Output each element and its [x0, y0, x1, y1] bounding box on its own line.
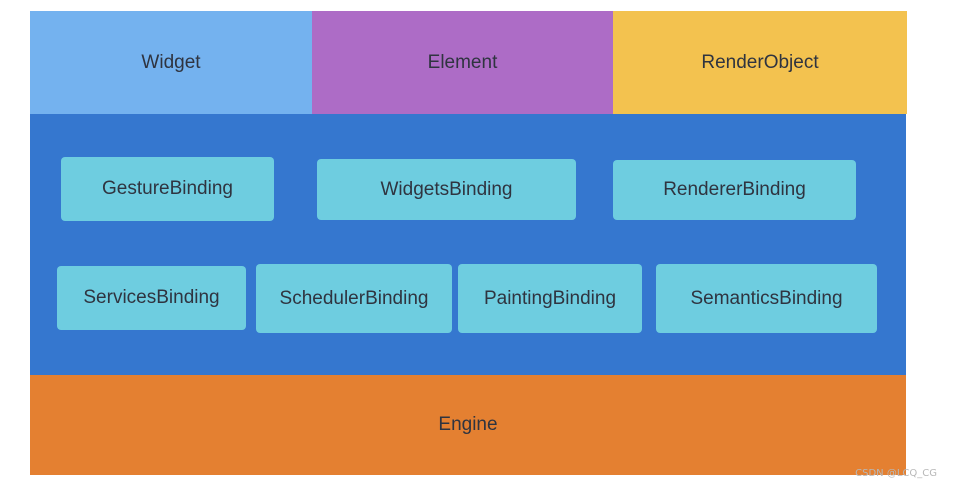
widgets-binding-box: WidgetsBinding [317, 159, 576, 220]
widget-label: Widget [141, 51, 201, 73]
semantics-binding-label: SemanticsBinding [690, 287, 843, 309]
gesture-binding-box: GestureBinding [61, 157, 274, 221]
widget-layer: Widget [30, 11, 312, 114]
renderer-binding-box: RendererBinding [613, 160, 856, 220]
element-label: Element [427, 51, 498, 73]
scheduler-binding-label: SchedulerBinding [279, 287, 429, 309]
render-object-label: RenderObject [701, 51, 819, 73]
render-object-layer: RenderObject [613, 11, 907, 114]
semantics-binding-box: SemanticsBinding [656, 264, 877, 333]
widgets-binding-label: WidgetsBinding [380, 178, 513, 200]
engine-layer: Engine [30, 375, 906, 475]
gesture-binding-label: GestureBinding [102, 178, 233, 199]
watermark: CSDN @LCQ_CG [855, 468, 937, 479]
painting-binding-box: PaintingBinding [458, 264, 642, 333]
bindings-layer: GestureBinding WidgetsBinding RendererBi… [30, 114, 906, 375]
engine-label: Engine [438, 414, 498, 435]
services-binding-box: ServicesBinding [57, 266, 246, 330]
renderer-binding-label: RendererBinding [663, 179, 806, 200]
scheduler-binding-box: SchedulerBinding [256, 264, 452, 333]
element-layer: Element [312, 11, 613, 114]
services-binding-label: ServicesBinding [83, 287, 220, 308]
painting-binding-label: PaintingBinding [483, 287, 617, 309]
